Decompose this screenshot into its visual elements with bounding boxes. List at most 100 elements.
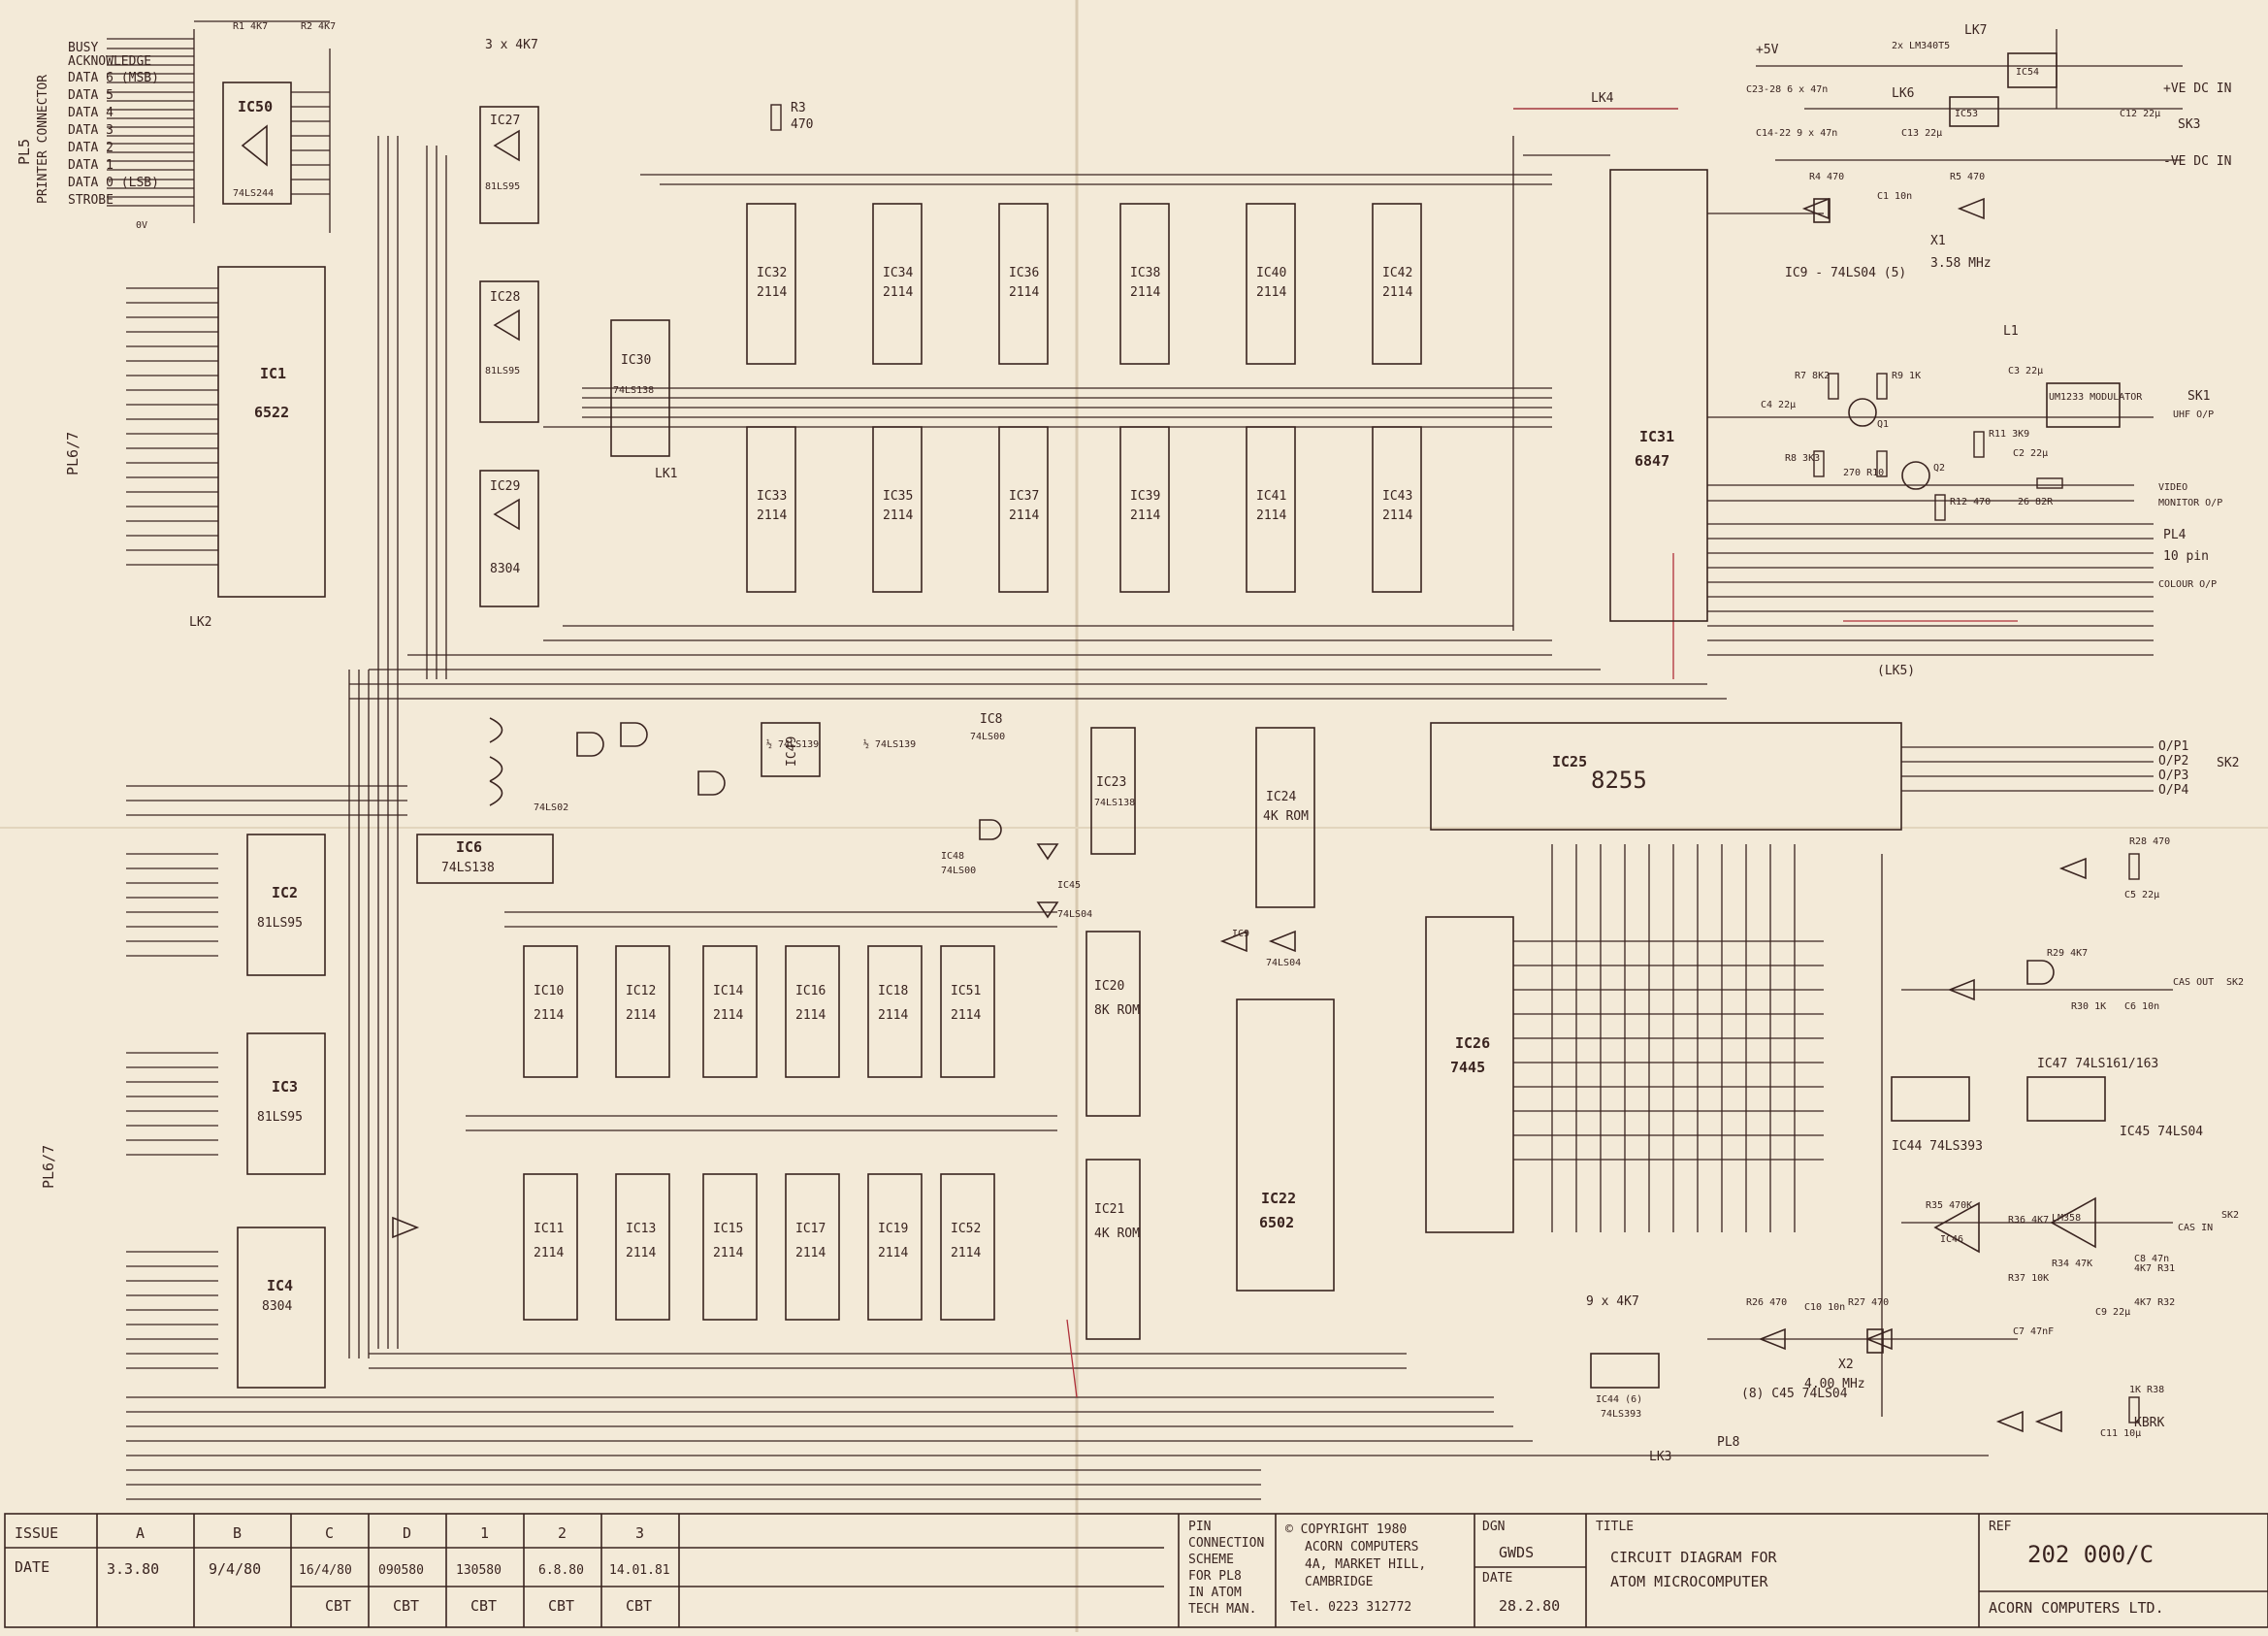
ic53-note: 2x LM340T5 — [1892, 41, 1950, 51]
ram-top2-3-label: IC39 — [1130, 489, 1160, 504]
ic23-label: IC23 — [1096, 775, 1126, 790]
op3-label: O/P3 — [2158, 769, 2188, 783]
c8-label: C8 47n — [2134, 1254, 2169, 1264]
ic44-body — [1891, 1076, 1970, 1122]
ram-top1-4-type: 2114 — [1256, 285, 1286, 300]
printer-signal-7: DATA 1 — [68, 158, 113, 173]
ram-bot2-0-label: IC11 — [534, 1222, 564, 1236]
ram-top1-0-label: IC32 — [757, 266, 787, 280]
r31-label: 4K7 R31 — [2134, 1263, 2175, 1274]
printer-signal-8: DATA 0 (LSB) — [68, 176, 159, 190]
ic8-type: 74LS00 — [970, 732, 1005, 742]
osc2-inverter-b — [1864, 1327, 1893, 1351]
ic9-c: 74LS04 — [1266, 958, 1301, 968]
ic50-type: 74LS244 — [233, 188, 274, 199]
date-6: 14.01.81 — [609, 1563, 670, 1578]
r37-label: R37 10K — [2008, 1273, 2049, 1284]
issue-4: 1 — [480, 1524, 489, 1542]
r12-label: R12 470 — [1950, 497, 1991, 507]
pl4-label: PL4 — [2163, 528, 2187, 542]
sk1-label: SK1 — [2187, 389, 2210, 404]
issue-1: B — [233, 1524, 242, 1542]
ram-top2-2-label: IC37 — [1009, 489, 1039, 504]
ic3-label: IC3 — [272, 1078, 298, 1096]
ram-top2-2-body — [998, 426, 1049, 593]
r10-symbol — [1876, 450, 1888, 477]
ic47-note: IC47 74LS161/163 — [2037, 1057, 2158, 1071]
r5-label: R5 470 — [1950, 172, 1985, 182]
dgn-label: DGN — [1482, 1520, 1505, 1534]
dc-in-pos: +VE DC IN — [2163, 82, 2231, 96]
r8-symbol — [1813, 450, 1825, 477]
ic25-body — [1430, 722, 1902, 831]
printer-signal-9: STROBE — [68, 193, 113, 208]
ram-top2-4-body — [1246, 426, 1296, 593]
copyright-4: Tel. 0223 312772 — [1290, 1600, 1411, 1615]
modulator-body — [2046, 382, 2121, 428]
x1-freq: 3.58 MHz — [1930, 256, 1992, 271]
r38-label: 1K R38 — [2129, 1385, 2164, 1395]
ic45-d: (8) C45 74LS04 — [1741, 1387, 1848, 1401]
ic4-type: 8304 — [262, 1299, 292, 1314]
date-4: 130580 — [456, 1563, 502, 1578]
ram-bot1-0-type: 2114 — [534, 1008, 564, 1023]
ic28-type: 81LS95 — [485, 366, 520, 376]
ic9-osc-inverter-b — [1957, 197, 1985, 220]
ic1-type: 6522 — [254, 404, 289, 421]
ram-bot1-2-body — [702, 945, 758, 1078]
r4-label: R4 470 — [1809, 172, 1844, 182]
ic23-body — [1090, 727, 1136, 855]
ram-top1-2-type: 2114 — [1009, 285, 1039, 300]
ram-top2-1-type: 2114 — [883, 508, 913, 523]
r82-label: 26 82R — [2018, 497, 2054, 507]
ic29-label: IC29 — [490, 479, 520, 494]
r3-value: 470 — [791, 117, 813, 132]
lk5-label: (LK5) — [1877, 664, 1915, 678]
crystal-x1-symbol — [1813, 198, 1831, 223]
ov-label-printer: 0V — [136, 220, 147, 231]
ic27-type: 81LS95 — [485, 181, 520, 192]
ic7-type: 74LS02 — [534, 802, 568, 813]
ic44-c: 74LS393 — [1601, 1409, 1641, 1420]
r2-label: R2 4K7 — [301, 21, 336, 32]
lk1-label: LK1 — [655, 467, 677, 481]
title-line-2: ATOM MICROCOMPUTER — [1610, 1573, 1769, 1590]
video-label: VIDEO — [2158, 482, 2187, 493]
r27-label: R27 470 — [1848, 1297, 1889, 1308]
ram-bot1-2-label: IC14 — [713, 984, 743, 998]
c3-label: C3 22μ — [2008, 366, 2043, 376]
r10-label: 270 R10 — [1843, 468, 1884, 478]
ic4-label: IC4 — [267, 1277, 293, 1294]
ic45-inverter-a — [1036, 843, 1059, 861]
ic45-inverter-b — [1036, 901, 1059, 919]
ic50-body — [222, 82, 292, 205]
cas-out-label: CAS OUT — [2173, 977, 2214, 988]
ic21-body — [1085, 1159, 1141, 1340]
c10-label: C10 10n — [1804, 1302, 1845, 1313]
ram-bot2-2-type: 2114 — [713, 1246, 743, 1260]
initials-6: CBT — [626, 1597, 652, 1615]
ic46-label: IC46 — [1940, 1234, 1963, 1245]
issue-2: C — [325, 1524, 334, 1542]
ram-top1-2-label: IC36 — [1009, 266, 1039, 280]
sk2-top-label: SK2 — [2217, 756, 2239, 770]
ic9-inverter-a — [1219, 930, 1247, 953]
r3-label: R3 — [791, 101, 806, 115]
ic2-type: 81LS95 — [257, 916, 303, 931]
ram-top1-4-body — [1246, 203, 1296, 365]
ic48-cas-nand — [2026, 960, 2055, 985]
transistor-q2 — [1901, 461, 1930, 490]
r30-label: R30 1K — [2071, 1001, 2106, 1012]
pin-note-1: CONNECTION — [1188, 1536, 1264, 1551]
ram-top2-3-type: 2114 — [1130, 508, 1160, 523]
pin-note-4: IN ATOM — [1188, 1586, 1242, 1600]
ic44-note: IC44 74LS393 — [1892, 1139, 1983, 1154]
sk1-sub: UHF O/P — [2173, 409, 2214, 420]
c2-label: C2 22μ — [2013, 448, 2048, 459]
ram-top1-1-body — [872, 203, 923, 365]
ic27-buffer-symbol — [493, 129, 520, 162]
company-label: ACORN COMPUTERS LTD. — [1989, 1599, 2164, 1617]
ic1-body — [217, 266, 326, 598]
ic49-body — [761, 722, 821, 777]
